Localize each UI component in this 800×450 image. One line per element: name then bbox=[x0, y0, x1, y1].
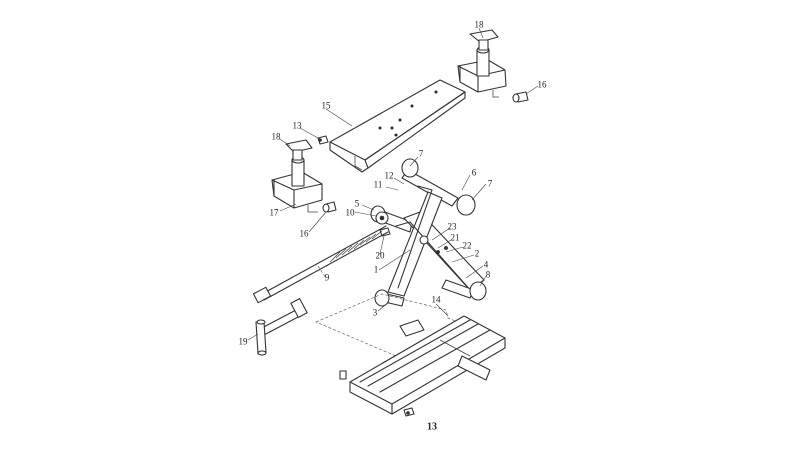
top-saddle-bracket bbox=[457, 46, 507, 98]
platform-15 bbox=[329, 79, 466, 173]
pin-16-left bbox=[322, 201, 337, 213]
callout-2: 2 bbox=[474, 248, 480, 259]
crank-handle-19 bbox=[255, 298, 308, 356]
callout-8: 8 bbox=[485, 269, 491, 280]
callout-10: 10 bbox=[345, 207, 355, 218]
callout-18-left: 18 bbox=[271, 131, 281, 142]
pad-18-top bbox=[469, 29, 499, 51]
pad-18-left bbox=[285, 139, 313, 161]
callout-22: 22 bbox=[462, 240, 472, 251]
leader-lines bbox=[247, 27, 539, 341]
callout-20: 20 bbox=[375, 250, 385, 261]
saddle-bracket-17 bbox=[271, 156, 323, 213]
callout-3: 3 bbox=[372, 307, 378, 318]
callout-19: 19 bbox=[238, 336, 248, 347]
bolt-13-lower bbox=[403, 407, 415, 417]
callout-7-right: 7 bbox=[487, 178, 493, 189]
bolt-13-upper bbox=[317, 135, 329, 145]
scissor-frame bbox=[370, 158, 487, 307]
callout-17: 17 bbox=[269, 207, 279, 218]
base-frame-14 bbox=[349, 315, 506, 415]
callout-13-lower: 13 bbox=[427, 421, 437, 433]
callout-16-left: 16 bbox=[299, 228, 309, 239]
callout-9: 9 bbox=[324, 272, 330, 283]
callout-4: 4 bbox=[483, 259, 489, 270]
callout-16-top: 16 bbox=[537, 79, 547, 90]
lead-screw-9 bbox=[252, 225, 389, 304]
callout-1: 1 bbox=[373, 264, 379, 275]
bolt-base-left bbox=[339, 370, 347, 380]
callout-14: 14 bbox=[431, 294, 441, 305]
callout-6: 6 bbox=[471, 167, 477, 178]
callout-12: 12 bbox=[384, 170, 394, 181]
pin-16-top bbox=[512, 91, 529, 103]
callout-21: 21 bbox=[450, 232, 460, 243]
callout-23: 23 bbox=[447, 221, 457, 232]
base-outline-dashed bbox=[315, 293, 463, 357]
callout-7-upper: 7 bbox=[418, 148, 424, 159]
callout-15: 15 bbox=[321, 100, 331, 111]
callout-13-upper: 13 bbox=[292, 120, 302, 131]
callout-5: 5 bbox=[354, 198, 360, 209]
callout-18-top: 18 bbox=[474, 19, 484, 30]
callout-11: 11 bbox=[373, 179, 383, 190]
